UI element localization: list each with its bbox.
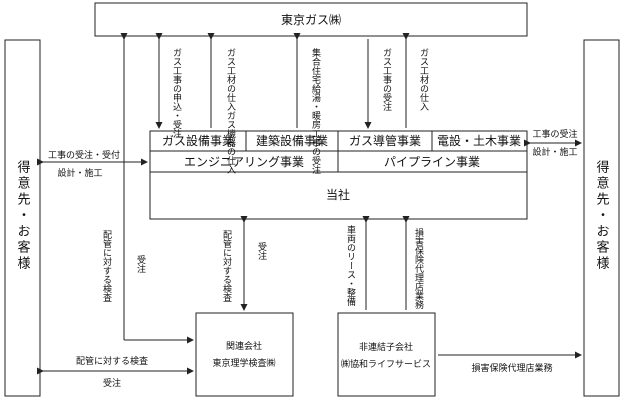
vehicle-lease: 車両のリース・整備 (345, 224, 356, 307)
customer-right-box (583, 39, 620, 397)
non-consolidated-box (337, 312, 436, 397)
affiliate-box (195, 312, 294, 397)
non-consolidated-name: ㈱協和ライフサービス (341, 358, 431, 370)
label-gas-work-order: ガス工事の申込・受注 (171, 48, 182, 138)
customer-left-box (4, 39, 41, 397)
affiliate-title: 関連会社 (226, 340, 262, 352)
pipe-inspection-mid: 配管に対する検査 (221, 230, 232, 302)
top-company-box (94, 2, 528, 37)
right-work-order: 工事の受注 (532, 128, 577, 140)
left-design: 設計・施工 (57, 167, 102, 179)
order-left: 受注 (135, 254, 146, 273)
customer-left-label: 得意先・お客様 (15, 159, 31, 272)
seg-electrical-civil: 電設・土木事業 (437, 133, 521, 148)
label-gas-work-receive: ガス工事の受注 (381, 48, 392, 111)
top-company-label: 東京ガス㈱ (281, 13, 341, 27)
affiliate-name: 東京理学検査㈱ (212, 357, 275, 369)
bottom-order: 受注 (103, 377, 121, 389)
customer-right-label: 得意先・お客様 (594, 159, 610, 272)
bottom-insurance: 損害保険代理店業務 (471, 362, 552, 374)
non-consolidated-title: 非連結子会社 (359, 341, 413, 353)
right-design: 設計・施工 (532, 146, 577, 158)
seg-engineering: エンジニアリング事業 (184, 155, 304, 169)
seg-gas-pipe: ガス導管事業 (349, 133, 421, 148)
seg-gas-equipment: ガス設備事業 (162, 133, 234, 148)
seg-pipeline: パイプライン事業 (384, 155, 480, 169)
pipe-inspection-left: 配管に対する検査 (101, 230, 112, 302)
insurance-agent-vertical: 損害保険代理店業務 (413, 227, 424, 310)
label-housing-heating: 集合住宅給湯・暖房工事の受注 (310, 47, 321, 174)
bottom-pipe-inspection: 配管に対する検査 (76, 355, 148, 367)
seg-building-equipment: 建築設備事業 (256, 133, 328, 148)
order-mid: 受注 (256, 241, 267, 260)
main-company-label: 当社 (326, 187, 350, 202)
label-gas-materials2: ガス工材の仕入 (418, 48, 429, 111)
label-gas-materials: ガス工材の仕入ガス機器の仕入 (225, 48, 236, 174)
left-work-order: 工事の受注・受付 (48, 149, 120, 161)
